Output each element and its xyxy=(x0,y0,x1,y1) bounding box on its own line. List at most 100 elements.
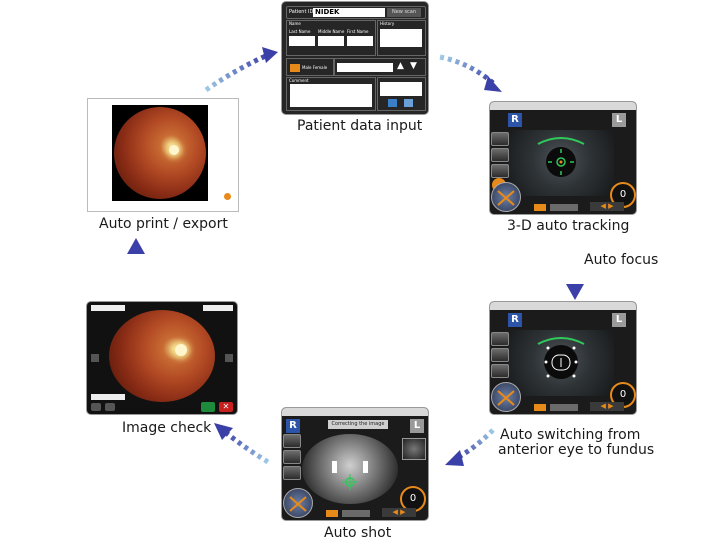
caption-image-check: Image check xyxy=(122,420,212,436)
middle-name-label: Middle Name xyxy=(318,29,345,34)
shot-titlebar xyxy=(282,408,428,416)
right-eye-badge[interactable]: R xyxy=(286,419,300,433)
left-scroll[interactable] xyxy=(91,354,99,362)
switching-reticle xyxy=(537,337,585,379)
printed-fundus xyxy=(114,107,206,199)
joystick-icon[interactable] xyxy=(283,488,313,518)
caption-print: Auto print / export xyxy=(99,216,228,232)
left-eye-badge[interactable]: L xyxy=(410,419,424,433)
aux-group xyxy=(377,77,426,111)
zoom-out-icon[interactable] xyxy=(91,403,101,411)
side-button-3[interactable] xyxy=(283,466,301,480)
up-arrow-icon[interactable]: ▲ xyxy=(397,61,404,71)
caption-auto-focus: Auto focus xyxy=(584,252,659,268)
optic-disc xyxy=(169,145,179,155)
info-tag xyxy=(91,394,125,400)
side-button-2[interactable] xyxy=(491,148,509,162)
accept-button[interactable] xyxy=(201,402,215,412)
caption-switching-line2: anterior eye to fundus xyxy=(498,442,655,458)
bottom-orange-chip[interactable] xyxy=(326,510,338,517)
history-list[interactable] xyxy=(380,29,422,47)
brand-logo: NIDEK xyxy=(313,8,385,17)
fundus-preview xyxy=(302,434,398,504)
first-name-label: First Name xyxy=(347,29,369,34)
comment-group: Comment xyxy=(286,77,376,111)
zoom-in-icon[interactable] xyxy=(105,403,115,411)
bottom-control[interactable] xyxy=(342,510,370,517)
bottom-control[interactable] xyxy=(550,404,578,411)
left-eye-badge[interactable]: L xyxy=(612,313,626,327)
first-name-input[interactable] xyxy=(347,36,373,46)
joystick-icon[interactable] xyxy=(491,182,521,212)
side-button-2[interactable] xyxy=(491,348,509,362)
print-export-page xyxy=(87,98,239,212)
mode-tag xyxy=(203,305,233,311)
caption-patient-data: Patient data input xyxy=(297,118,423,134)
arrow-shot-to-check xyxy=(214,423,270,465)
alignment-marks xyxy=(332,461,368,490)
dob-input[interactable] xyxy=(337,63,393,72)
save-icon[interactable] xyxy=(388,99,397,107)
open-icon[interactable] xyxy=(404,99,413,107)
thumbnail-view[interactable] xyxy=(402,438,426,460)
last-name-label: Last Name xyxy=(289,29,311,34)
bottom-orange-chip[interactable] xyxy=(534,404,546,411)
side-button-2[interactable] xyxy=(283,450,301,464)
right-eye-badge[interactable]: R xyxy=(508,113,522,127)
comment-input[interactable] xyxy=(290,84,372,107)
arrow-check-to-print xyxy=(127,238,145,300)
tracking-reticle xyxy=(537,137,585,177)
bottom-orange-chip[interactable] xyxy=(534,204,546,211)
optic-disc xyxy=(175,344,187,356)
anterior-eye-view xyxy=(508,130,614,196)
page-nav[interactable]: ◀ ▶ xyxy=(382,508,416,517)
eye-tag xyxy=(91,305,125,311)
anterior-eye-view xyxy=(508,330,614,396)
middle-name-input[interactable] xyxy=(318,36,344,46)
male-toggle[interactable] xyxy=(290,64,300,72)
reject-button[interactable]: ✕ xyxy=(219,402,233,412)
fundus-photo xyxy=(109,310,215,402)
history-label: History xyxy=(380,21,395,26)
joystick-icon[interactable] xyxy=(491,382,521,412)
switching-titlebar xyxy=(490,302,636,310)
page-nav[interactable]: ◀ ▶ xyxy=(590,202,624,211)
right-scroll[interactable] xyxy=(225,354,233,362)
history-box: History xyxy=(377,20,426,56)
tracking-titlebar xyxy=(490,102,636,110)
page-nav[interactable]: ◀ ▶ xyxy=(590,402,624,411)
sex-label: Male Female xyxy=(302,65,328,70)
dob-group: ▲ ▼ xyxy=(334,58,426,76)
name-group: Name Last Name Middle Name First Name xyxy=(286,20,376,56)
patient-data-screen: Patient ID NIDEK New scan Name Last Name… xyxy=(282,2,428,114)
image-check-screen: ✕ xyxy=(87,302,237,414)
comment-label: Comment xyxy=(289,78,309,83)
bottom-control[interactable] xyxy=(550,204,578,211)
patient-id-row: Patient ID NIDEK New scan xyxy=(286,6,426,19)
side-button-3[interactable] xyxy=(491,364,509,378)
last-name-input[interactable] xyxy=(289,36,315,46)
switching-screen: R L 0 ◀ ▶ xyxy=(490,302,636,414)
new-scan-button[interactable]: New scan xyxy=(387,8,421,17)
caption-switching: Auto switching from anterior eye to fund… xyxy=(498,428,654,458)
print-image-frame xyxy=(112,105,208,201)
side-button-1[interactable] xyxy=(491,332,509,346)
side-button-1[interactable] xyxy=(283,434,301,448)
print-logo-dot xyxy=(224,193,231,200)
left-eye-badge[interactable]: L xyxy=(612,113,626,127)
side-button-1[interactable] xyxy=(491,132,509,146)
name-group-label: Name xyxy=(289,21,301,26)
caption-tracking: 3-D auto tracking xyxy=(507,218,630,234)
arrow-switching-to-shot xyxy=(445,428,495,466)
right-eye-badge[interactable]: R xyxy=(508,313,522,327)
sex-group: Male Female xyxy=(286,58,334,76)
side-button-3[interactable] xyxy=(491,164,509,178)
arrow-tracking-to-switching xyxy=(566,240,584,300)
status-banner: Correcting the image xyxy=(328,420,388,429)
tracking-screen: R L 0 ◀ ▶ xyxy=(490,102,636,214)
aux-input[interactable] xyxy=(380,82,422,96)
down-arrow-icon[interactable]: ▼ xyxy=(410,61,417,71)
caption-auto-shot: Auto shot xyxy=(324,525,392,541)
